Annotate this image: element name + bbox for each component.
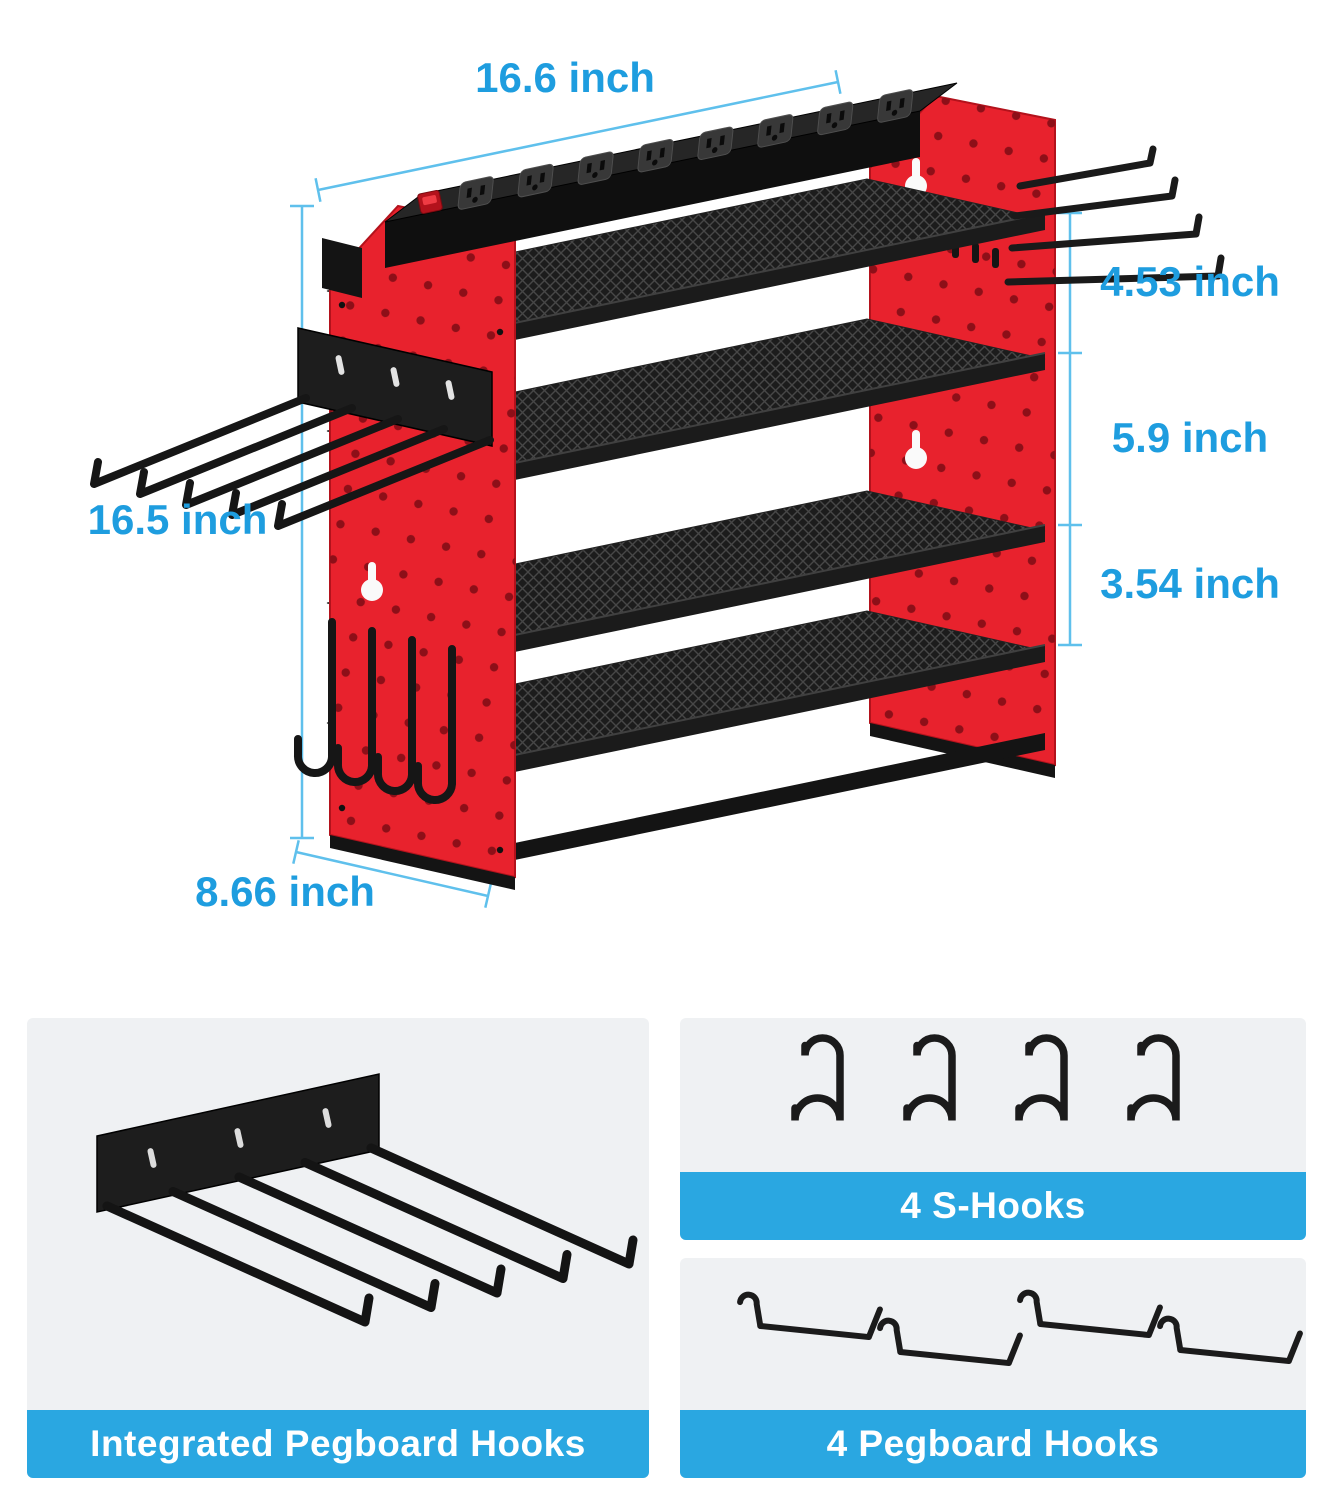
dim-label-left-height: 16.5 inch: [87, 496, 268, 543]
side-hooks: [1004, 145, 1225, 286]
s-hooks-illustration: [791, 1034, 1180, 1121]
banner-pegboard-hooks: 4 Pegboard Hooks: [680, 1410, 1306, 1478]
power-strip: [384, 82, 958, 268]
banner-s-hooks: 4 S-Hooks: [680, 1172, 1306, 1240]
dim-label-tier2: 5.9 inch: [1111, 414, 1269, 461]
power-outlet: [697, 126, 734, 161]
power-outlet: [817, 101, 854, 136]
pegboard-hooks-illustration: [737, 1289, 1303, 1367]
power-outlets: [457, 89, 914, 210]
keyhole-slot: [361, 562, 383, 601]
dimension-lines: [290, 70, 1082, 908]
base-bar: [505, 733, 1045, 862]
power-switch: [417, 189, 443, 215]
dim-label-tier1: 4.53 inch: [1100, 258, 1280, 305]
power-outlet: [457, 176, 494, 210]
dim-label-bottom-depth: 8.66 inch: [195, 868, 375, 915]
power-outlet: [517, 163, 554, 198]
card-s-hooks: 4 S-Hooks: [680, 1018, 1306, 1240]
dim-label-top-width: 16.6 inch: [475, 54, 655, 101]
integrated-hook-bracket: [90, 327, 494, 530]
tool-rack-illustration: [90, 70, 1225, 908]
integrated-pegboard-hooks-illustration: [96, 1073, 638, 1327]
power-outlet: [577, 151, 614, 185]
j-hooks: [294, 618, 456, 804]
power-outlet: [757, 114, 794, 148]
banner-integrated-pegboard-hooks: Integrated Pegboard Hooks: [27, 1410, 649, 1478]
dim-label-tier3: 3.54 inch: [1100, 560, 1280, 607]
screws: [338, 301, 504, 854]
card-pegboard-hooks: 4 Pegboard Hooks: [680, 1258, 1306, 1478]
corner-bracket: [322, 238, 362, 298]
card-integrated-pegboard-hooks: Integrated Pegboard Hooks: [27, 1018, 649, 1478]
power-outlet: [637, 138, 674, 173]
power-outlet: [877, 89, 914, 123]
